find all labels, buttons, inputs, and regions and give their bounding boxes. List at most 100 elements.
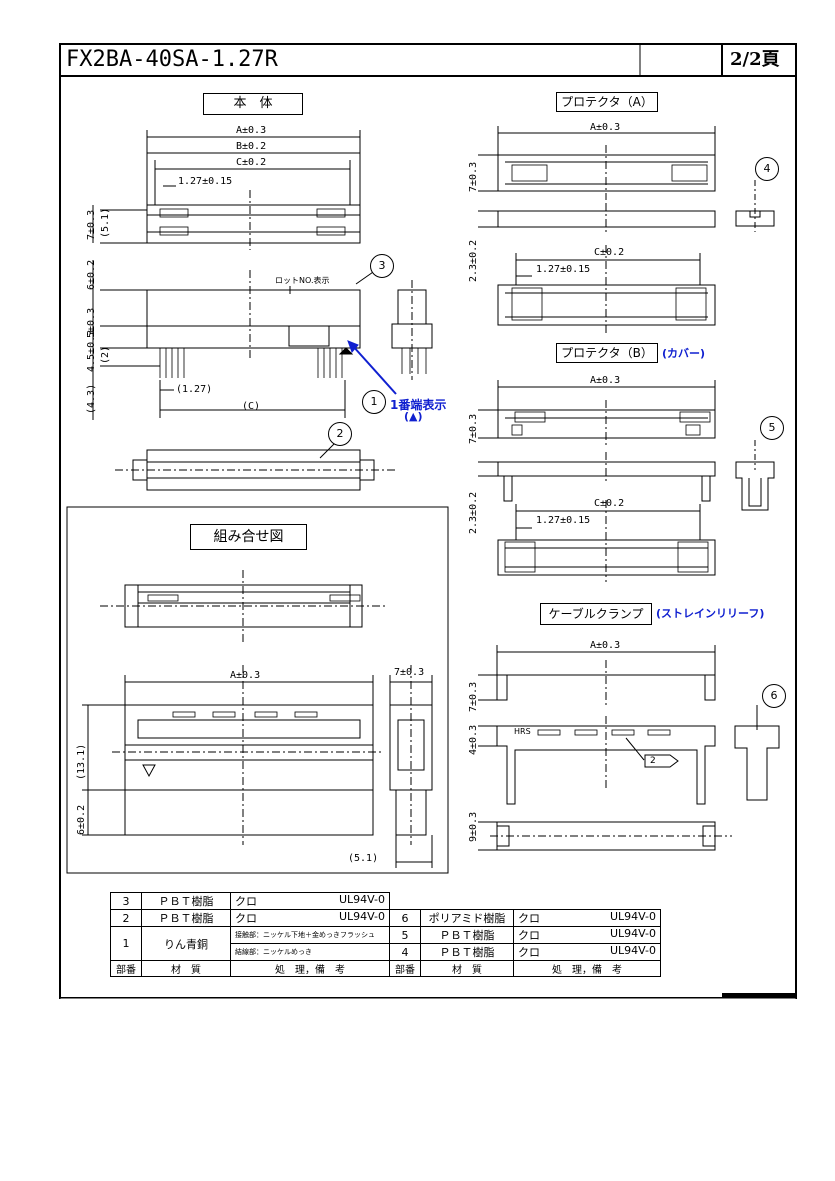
bom-finish-text: クロ (518, 929, 540, 942)
part-number: FX2BA-40SA-1.27R (66, 47, 278, 72)
dim-pitch-body: 1.27±0.15 (178, 176, 233, 187)
bom-header-part-no: 部番 (389, 960, 421, 977)
bom-rating: UL94V-0 (609, 910, 656, 923)
bom-finish-text: クロ (518, 912, 540, 925)
protector-b-title: プロテクタ（B） (556, 343, 658, 363)
bom-no: 2 (110, 909, 142, 927)
body-top-view (92, 130, 361, 250)
bom-header-material: 材 質 (420, 960, 514, 977)
bom-finish: クロ UL94V-0 (513, 909, 661, 927)
assembly-views (82, 570, 433, 868)
protector-a-title: プロテクタ（A） (556, 92, 658, 112)
dim-127b-body: (1.27) (176, 384, 213, 395)
body-title: 本 体 (203, 93, 303, 115)
frame-border (59, 43, 797, 999)
callout-6: 6 (762, 684, 786, 708)
bom-rating: UL94V-0 (609, 944, 656, 957)
bom-material: ＰＢＴ樹脂 (141, 909, 231, 927)
bom-material: りん青銅 (141, 926, 231, 961)
bom-rating: UL94V-0 (609, 927, 656, 940)
dim-c-body: C±0.2 (236, 157, 267, 168)
cable-clamp-title: ケーブルクランプ (540, 603, 652, 625)
dim-51-body: (5.1) (100, 207, 111, 238)
bom-finish: クロ UL94V-0 (513, 943, 661, 961)
dim-6-assembly: 6±0.2 (76, 804, 87, 835)
dim-7-assembly: 7±0.3 (394, 667, 425, 678)
lot-no-label: ロットNO.表示 (275, 276, 330, 285)
dim-a-protector-a: A±0.3 (590, 122, 621, 133)
dim-a-assembly: A±0.3 (230, 670, 261, 681)
protector-a-views (478, 126, 775, 333)
bom-finish-contact: 接触部：ニッケル下地＋金めっきフラッシュ (230, 926, 390, 944)
dim-c-paren: (C) (242, 401, 261, 412)
bom-rating: UL94V-0 (338, 893, 385, 906)
assembly-frame (66, 506, 449, 874)
dim-9-clamp: 9±0.3 (468, 811, 479, 842)
body-side-view (391, 280, 433, 380)
dim-2-body: (2) (100, 345, 111, 364)
dim-131-assembly: (13.1) (76, 743, 87, 780)
assembly-title: 組み合せ図 (190, 524, 307, 550)
bom-finish-terminal: 結線部：ニッケルめっき (230, 943, 390, 961)
dim-c-protector-b: C±0.2 (594, 498, 625, 509)
dim-4-clamp: 4±0.3 (468, 724, 479, 755)
dim-23-protector-b: 2.3±0.2 (468, 491, 479, 534)
bom-no: 1 (110, 926, 142, 961)
dim-43-body: (4.3) (86, 383, 97, 414)
page-number: 2/2頁 (730, 49, 780, 70)
callout-4: 4 (755, 157, 779, 181)
bom-material: ＰＢＴ樹脂 (141, 892, 231, 910)
bom-row-1-5: 1 りん青銅 接触部：ニッケル下地＋金めっきフラッシュ 5 ＰＢＴ樹脂 クロ UL… (110, 926, 661, 961)
pin1-label: 1番端表示 (390, 398, 447, 412)
bom-material: ＰＢＴ樹脂 (420, 943, 514, 961)
dim-a-body: A±0.3 (236, 125, 267, 136)
bom-no: 5 (389, 926, 421, 944)
bom-finish-text: クロ (235, 912, 257, 925)
bom-header-finish: 処 理，備 考 (230, 960, 390, 977)
cable-clamp-views (478, 645, 780, 851)
callout-5: 5 (760, 416, 784, 440)
bom-finish-text: クロ (518, 946, 540, 959)
protector-b-views (478, 380, 775, 582)
bom-no: 6 (389, 909, 421, 927)
bom-no: 3 (110, 892, 142, 910)
bom-finish-text: クロ (235, 895, 257, 908)
bom-header-finish: 処 理，備 考 (513, 960, 661, 977)
dim-b-body: B±0.2 (236, 141, 267, 152)
dim-51-assembly: (5.1) (348, 853, 379, 864)
bom-row-2-6: 2 ＰＢＴ樹脂 クロ UL94V-0 6 ポリアミド樹脂 クロ UL94V-0 (110, 909, 661, 927)
bom-header-part-no: 部番 (110, 960, 142, 977)
bom-material: ＰＢＴ樹脂 (420, 926, 514, 944)
dim-23-protector-a: 2.3±0.2 (468, 239, 479, 282)
bom-finish: クロ UL94V-0 (230, 909, 390, 927)
dim-pitch-protector-b: 1.27±0.15 (536, 515, 591, 526)
bom-finish: クロ UL94V-0 (230, 892, 390, 910)
bom-header-row: 部番 材 質 処 理，備 考 部番 材 質 処 理，備 考 (110, 960, 661, 977)
dim-45-body: 4.5±0.3 (86, 329, 97, 372)
pin1-mark: (▲) (404, 410, 423, 423)
bill-of-materials: 3 ＰＢＴ樹脂 クロ UL94V-0 2 ＰＢＴ樹脂 クロ UL94V-0 6 ポリ… (110, 892, 661, 977)
bom-no: 4 (389, 943, 421, 961)
bom-row-3: 3 ＰＢＴ樹脂 クロ UL94V-0 (110, 892, 661, 910)
callout-2: 2 (328, 422, 352, 446)
bom-rating: UL94V-0 (338, 910, 385, 923)
protector-b-note: (カバー) (662, 347, 706, 360)
hrs-mark: HRS (514, 727, 531, 736)
dim-7-protector-a: 7±0.3 (468, 161, 479, 192)
bom-material: ポリアミド樹脂 (420, 909, 514, 927)
dim-7-clamp: 7±0.3 (468, 681, 479, 712)
callout-1: 1 (362, 390, 386, 414)
callout-3: 3 (370, 254, 394, 278)
dim-pitch-protector-a: 1.27±0.15 (536, 264, 591, 275)
leader-2-label: 2 (650, 756, 656, 766)
dim-7-body: 7±0.3 (86, 209, 97, 240)
dim-6-body: 6±0.2 (86, 259, 97, 290)
dim-7-protector-b: 7±0.3 (468, 413, 479, 444)
body-bottom-view (115, 441, 395, 491)
dim-a-protector-b: A±0.3 (590, 375, 621, 386)
dim-a-clamp: A±0.3 (590, 640, 621, 651)
bom-finish: クロ UL94V-0 (513, 926, 661, 944)
bom-header-material: 材 質 (141, 960, 231, 977)
body-front-view (92, 260, 377, 420)
